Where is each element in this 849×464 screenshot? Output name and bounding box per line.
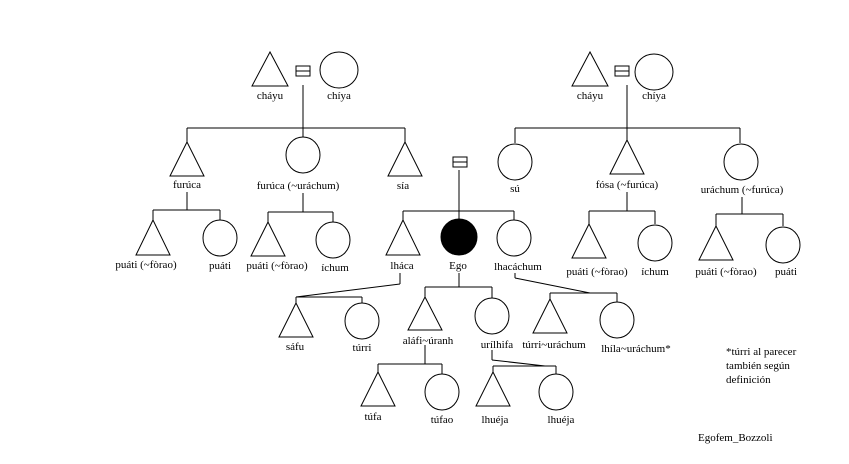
node-label: sáfu — [286, 341, 305, 353]
node-label: túrri~uráchum — [522, 339, 586, 351]
footnote-line: definición — [726, 374, 771, 386]
female-circle-icon — [474, 297, 510, 335]
female-circle-icon — [315, 221, 351, 259]
female-circle-icon — [424, 373, 460, 411]
node-label: cháyu — [257, 90, 284, 102]
person-symbols — [135, 50, 801, 411]
node-label: lháca — [390, 260, 413, 272]
ego-label: Ego — [449, 260, 467, 272]
female-circle-icon — [202, 219, 238, 257]
male-triangle-icon — [385, 218, 421, 256]
kinship-labels: cháyu chíya cháyu chíya furúca furúca (~… — [115, 90, 797, 444]
node-label: furúca (~uráchum) — [257, 180, 340, 192]
female-circle-icon — [765, 226, 801, 264]
node-label: lhíla~uráchum* — [601, 343, 671, 355]
male-triangle-icon — [571, 222, 607, 259]
male-triangle-icon — [250, 220, 286, 257]
node-label: lhacáchum — [494, 261, 542, 273]
male-triangle-icon — [360, 370, 396, 407]
node-label: puáti — [775, 266, 797, 278]
descent-line — [514, 277, 591, 294]
female-circle-icon — [637, 224, 673, 262]
node-label: puáti (~fòrao) — [115, 259, 177, 271]
descent-line — [491, 359, 546, 367]
male-triangle-icon — [387, 140, 423, 177]
node-label: lhuéja — [482, 414, 509, 426]
male-triangle-icon — [571, 50, 609, 87]
node-label: puáti (~fòrao) — [566, 266, 628, 278]
male-triangle-icon — [135, 218, 171, 256]
node-label: sía — [397, 180, 409, 192]
node-label: lhuéja — [548, 414, 575, 426]
footnote-line: también según — [726, 360, 790, 372]
node-label: puáti (~fòrao) — [246, 260, 308, 272]
male-triangle-icon — [407, 295, 443, 331]
marriage-equals-icon — [295, 65, 311, 77]
female-circle-icon — [497, 143, 533, 181]
female-circle-icon — [285, 136, 321, 174]
male-triangle-icon — [278, 301, 314, 338]
node-label: chíya — [642, 90, 666, 102]
female-circle-icon — [723, 143, 759, 181]
node-label: túfa — [364, 411, 381, 423]
female-circle-icon — [634, 53, 674, 91]
node-label: túrri — [353, 342, 372, 354]
male-triangle-icon — [169, 140, 205, 177]
node-label: furúca — [173, 179, 201, 191]
node-label: uráchum (~furúca) — [701, 184, 784, 196]
male-triangle-icon — [698, 224, 734, 261]
node-label: chíya — [327, 90, 351, 102]
male-triangle-icon — [251, 50, 289, 87]
node-label: puáti (~fòrao) — [695, 266, 757, 278]
male-triangle-icon — [532, 297, 568, 334]
descent-line — [295, 283, 401, 298]
footnote-line: *túrri al parecer — [726, 346, 797, 358]
marriage-symbols — [295, 65, 630, 168]
node-label: íchum — [641, 266, 669, 278]
credit-label: Egofem_Bozzoli — [698, 432, 773, 444]
kinship-connectors — [152, 85, 784, 374]
male-triangle-icon — [609, 138, 645, 175]
node-label: urílhifa — [481, 339, 513, 351]
marriage-equals-icon — [452, 156, 468, 168]
marriage-equals-icon — [614, 65, 630, 77]
node-label: íchum — [321, 262, 349, 274]
node-label: aláfi~úranh — [403, 335, 454, 347]
ego-filled-circle-icon — [440, 218, 478, 256]
female-circle-icon — [344, 302, 380, 340]
female-circle-icon — [538, 373, 574, 411]
female-circle-icon — [319, 51, 359, 89]
female-circle-icon — [496, 219, 532, 257]
female-circle-icon — [599, 301, 635, 339]
male-triangle-icon — [475, 370, 511, 407]
node-label: sú — [510, 183, 520, 195]
node-label: cháyu — [577, 90, 604, 102]
node-label: puáti — [209, 260, 231, 272]
node-label: fósa (~furúca) — [596, 179, 659, 191]
node-label: túfao — [431, 414, 454, 426]
